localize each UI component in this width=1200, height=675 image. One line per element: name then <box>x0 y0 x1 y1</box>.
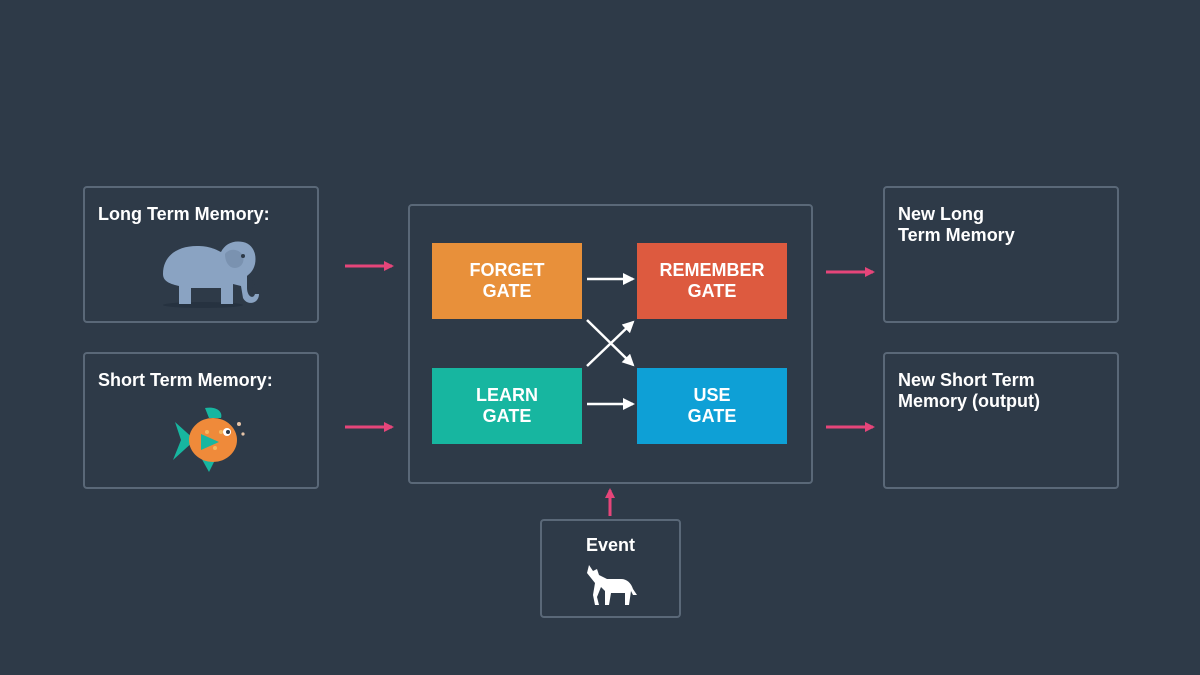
event-label: Event <box>585 535 636 555</box>
learn-gate: LEARN GATE <box>432 368 582 444</box>
new-short-term-memory-label: New Short Term Memory (output) <box>898 370 1040 411</box>
new-long-term-memory-label: New Long Term Memory <box>898 204 1015 245</box>
event-box: Event <box>540 519 681 618</box>
elephant-icon <box>163 241 259 308</box>
use-gate: USE GATE <box>637 368 787 444</box>
learn-to-remember-arrow <box>586 320 635 367</box>
forget-gate: FORGET GATE <box>432 243 582 319</box>
fish-icon <box>173 407 245 472</box>
long-term-memory-box: Long Term Memory: <box>83 186 319 323</box>
remember-gate: REMEMBER GATE <box>637 243 787 319</box>
short-term-memory-box: Short Term Memory: <box>83 352 319 489</box>
new-long-term-memory-box: New Long Term Memory <box>883 186 1119 323</box>
short-term-memory-label: Short Term Memory: <box>98 370 273 390</box>
wolf-icon <box>587 565 637 605</box>
lstm-cell-box <box>408 204 813 484</box>
new-short-term-memory-box: New Short Term Memory (output) <box>883 352 1119 489</box>
long-term-memory-label: Long Term Memory: <box>98 204 270 224</box>
